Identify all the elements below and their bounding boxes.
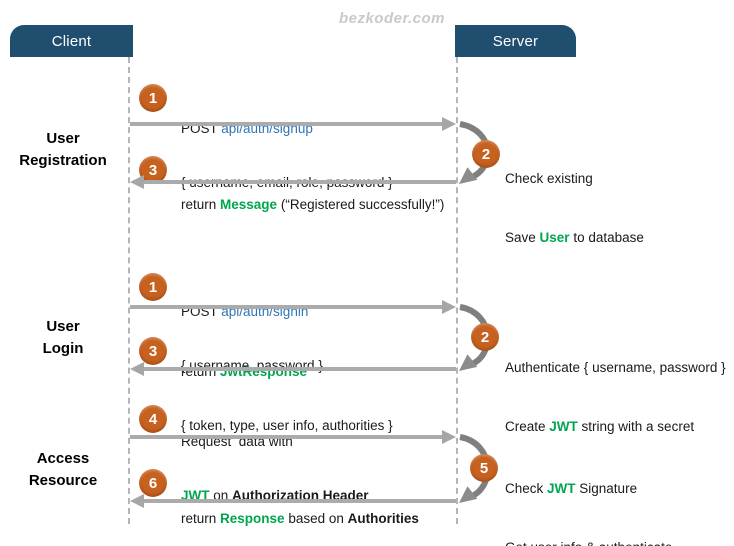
message-line: Authenticate { username, password } xyxy=(505,360,726,375)
step-badge-5: 5 xyxy=(470,454,498,482)
step-number: 3 xyxy=(148,161,158,179)
signin-request-arrow xyxy=(130,305,442,309)
registration-server-actions: Check existing Save User to database xyxy=(505,130,644,286)
message-line: Create JWT string with a secret xyxy=(505,417,726,437)
step-badge-4: 4 xyxy=(139,405,167,433)
step-badge-6: 6 xyxy=(139,469,167,497)
server-actor-box: Server xyxy=(455,25,576,57)
keyword-text: JWT xyxy=(549,418,578,434)
client-actor-box: Client xyxy=(10,25,133,57)
client-actor-label: Client xyxy=(51,32,92,50)
arrowhead-left-icon xyxy=(130,362,144,376)
text-segment: Signature xyxy=(575,481,638,496)
arrowhead-right-icon xyxy=(442,430,456,444)
section-title-line: User xyxy=(46,318,80,335)
message-line: { token, type, user info, authorities } xyxy=(181,418,393,433)
step-number: 5 xyxy=(479,459,489,477)
keyword-text: JWT xyxy=(547,481,576,496)
watermark-text: bezkoder.com xyxy=(338,10,445,27)
step-number: 1 xyxy=(148,278,158,296)
section-title-access: Access Resource xyxy=(0,448,126,492)
step-badge-1-login: 1 xyxy=(139,273,167,301)
step-badge-1: 1 xyxy=(139,84,167,112)
message-line: Get user info & authenticate xyxy=(505,538,705,546)
step-number: 4 xyxy=(148,410,158,428)
step-number: 6 xyxy=(148,474,158,492)
signup-response-arrow xyxy=(144,180,456,184)
text-segment: based on xyxy=(284,511,348,526)
text-segment: (“Registered successfully!”) xyxy=(277,197,445,212)
section-title-line: User xyxy=(46,130,80,147)
text-segment: return xyxy=(181,197,221,212)
text-segment: to database xyxy=(569,229,644,245)
step-badge-3-login: 3 xyxy=(139,337,167,365)
arrowhead-right-icon xyxy=(442,300,456,314)
section-title-line: Registration xyxy=(19,152,107,169)
step-number: 2 xyxy=(481,145,491,163)
resource-request-arrow xyxy=(130,435,442,439)
message-line: Check existing xyxy=(505,171,593,186)
signup-request-arrow xyxy=(130,122,442,126)
section-title-line: Access xyxy=(36,450,90,467)
server-lifeline xyxy=(456,57,458,524)
arrowhead-left-icon xyxy=(130,175,144,189)
section-title-line: Resource xyxy=(28,472,98,489)
step-number: 3 xyxy=(148,342,158,360)
client-lifeline xyxy=(128,57,130,524)
bold-text: Authorities xyxy=(347,511,419,526)
resource-response-message: return Response based on Authorities xyxy=(181,474,419,546)
message-line: Check JWT Signature xyxy=(505,479,705,499)
access-server-actions: Check JWT Signature Get user info & auth… xyxy=(505,440,705,546)
step-number: 2 xyxy=(480,328,490,346)
section-title-login: User Login xyxy=(0,316,126,360)
keyword-text: User xyxy=(539,229,570,245)
message-line: Save User to database xyxy=(505,228,644,248)
arrowhead-left-icon xyxy=(130,494,144,508)
server-actor-label: Server xyxy=(492,32,539,50)
text-segment: string with a secret xyxy=(577,418,695,434)
signin-response-arrow xyxy=(144,367,456,371)
section-title-registration: User Registration xyxy=(0,128,126,172)
signup-response-message: return Message (“Registered successfully… xyxy=(181,160,444,250)
text-segment: Save xyxy=(505,229,540,245)
text-segment: return xyxy=(181,511,221,526)
keyword-text: Message xyxy=(220,197,278,212)
message-line: return Response based on Authorities xyxy=(181,510,419,528)
text-segment: Create xyxy=(505,418,550,434)
step-badge-2-login: 2 xyxy=(471,323,499,351)
login-server-actions: Authenticate { username, password } Crea… xyxy=(505,319,726,475)
message-line: return JwtResponse xyxy=(181,363,393,381)
text-segment: Check xyxy=(505,481,548,496)
resource-response-arrow xyxy=(144,499,456,503)
keyword-text: Response xyxy=(220,511,285,526)
arrowhead-right-icon xyxy=(442,117,456,131)
message-line: return Message (“Registered successfully… xyxy=(181,196,444,214)
step-badge-2: 2 xyxy=(472,140,500,168)
step-number: 1 xyxy=(148,89,158,107)
section-title-line: Login xyxy=(42,340,84,357)
